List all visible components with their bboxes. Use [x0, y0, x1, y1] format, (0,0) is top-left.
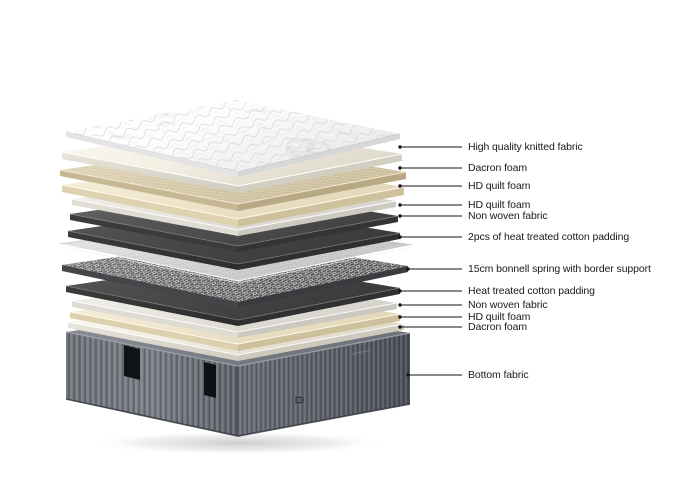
base-shadow: [88, 431, 388, 455]
leader-non-woven-fabric-top: [398, 214, 462, 218]
slab1-highlight: [69, 213, 399, 247]
leader-dacron-foam-top: [398, 166, 462, 170]
slab-edge-right: [238, 187, 404, 227]
base-side-branding: [351, 349, 372, 355]
leader-lines: [398, 145, 462, 377]
label-dacron-foam-top: Dacron foam: [468, 162, 528, 174]
label-non-woven-fabric-bottom: Non woven fabric: [468, 299, 548, 311]
label-hd-quilt-foam-top-1: HD quilt foam: [468, 180, 531, 192]
leader-cotton-padding-2pcs: [398, 235, 462, 239]
leader-non-woven-fabric-bottom: [398, 303, 462, 307]
label-bottom-fabric: Bottom fabric: [468, 369, 529, 381]
slab-top-highlight: [71, 198, 397, 231]
label-bonnell-spring: 15cm bonnell spring with border support: [468, 263, 651, 275]
base-side-dot: [333, 370, 335, 372]
base-handle-vent-2: [204, 362, 216, 398]
label-knitted-fabric: High quality knitted fabric: [468, 141, 583, 153]
leader-bottom-fabric: [406, 373, 462, 377]
slab-edge-right: [238, 154, 402, 193]
slab2-edge-left: [68, 231, 238, 270]
layer-knitted-fabric: [65, 100, 401, 177]
base-logo-mark: [297, 398, 302, 402]
slab-edge-right: [238, 324, 404, 361]
leader-dot: [398, 289, 402, 293]
slab-top-highlight: [69, 311, 401, 345]
slab-edge-right: [238, 303, 397, 338]
leader-dot: [398, 315, 402, 319]
slab1-edge-right: [238, 216, 398, 252]
leader-dot: [398, 303, 402, 307]
leader-dot: [398, 203, 402, 207]
label-dacron-foam-bottom: Dacron foam: [468, 321, 528, 333]
leader-dot: [398, 235, 402, 239]
leader-hd-quilt-foam-top-1: [398, 184, 462, 188]
leader-dot: [398, 214, 402, 218]
slab-edge-left: [66, 286, 238, 326]
slab-edge-left: [70, 312, 238, 351]
slab-top-highlight: [61, 184, 405, 220]
slab-edge-left: [62, 185, 238, 227]
slab-edge-left: [72, 199, 238, 236]
slab-top-highlight: [67, 321, 405, 356]
label-hd-quilt-foam-top-2: HD quilt foam: [468, 199, 531, 211]
slab1-edge-left: [70, 214, 238, 252]
slab-edge-right: [238, 314, 400, 351]
slab-top-highlight: [59, 169, 407, 205]
leader-dot: [398, 145, 402, 149]
slab2-highlight: [67, 230, 401, 265]
slab-top-highlight: [61, 151, 403, 187]
spring-border-wire: [63, 246, 409, 284]
leader-dot: [398, 184, 402, 188]
quilt-stitch-texture-cross: [66, 100, 400, 172]
slab2-edge-right: [238, 233, 400, 270]
label-hd-quilt-foam-bottom: HD quilt foam: [468, 311, 531, 323]
spring-lower-edge-left: [62, 265, 238, 308]
leader-dot: [406, 267, 410, 271]
label-cotton-padding-bottom: Heat treated cotton padding: [468, 285, 595, 297]
leader-dacron-foam-bottom: [398, 325, 462, 329]
base-bottom-edge: [65, 398, 411, 437]
label-non-woven-fabric-top: Non woven fabric: [468, 210, 548, 222]
slab-edge-right: [238, 172, 406, 211]
quilt-edge-left: [66, 132, 238, 177]
leader-hd-quilt-foam-bottom: [398, 315, 462, 319]
spring-lower-edge-right: [238, 266, 408, 308]
base-handle-vent-1: [124, 345, 140, 380]
slab-top-highlight: [71, 300, 398, 333]
label-cotton-padding-2pcs: 2pcs of heat treated cotton padding: [468, 231, 630, 243]
base-logo-tag: [294, 395, 305, 405]
leader-cotton-padding-bottom: [398, 289, 462, 293]
slab-edge-right: [238, 201, 396, 236]
slab-edge-right: [238, 288, 400, 326]
leader-hd-quilt-foam-top-2: [398, 203, 462, 207]
slab-edge-left: [68, 322, 238, 361]
base-rib-texture-right: [238, 333, 410, 436]
leader-dot: [398, 325, 402, 329]
slab-edge-left: [62, 152, 238, 193]
quilt-edge-right: [238, 134, 400, 177]
leader-dot: [398, 166, 402, 170]
spring-top-highlight: [59, 243, 413, 282]
slab-edge-left: [60, 170, 238, 211]
slab-top-highlight: [65, 285, 401, 321]
slab-edge-left: [72, 301, 238, 338]
leader-bonnell-spring: [406, 267, 462, 271]
leader-knitted-fabric: [398, 145, 462, 149]
leader-dot: [406, 373, 410, 377]
